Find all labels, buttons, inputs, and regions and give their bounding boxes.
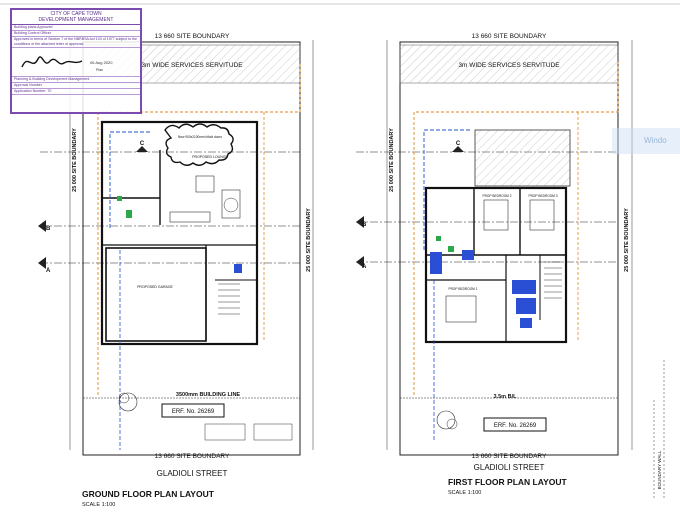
first-house-outline [424,186,568,344]
stamp-header-line2: DEVELOPMENT MANAGEMENT [38,17,114,23]
ground-section-c: C [140,141,145,147]
first-bottom-boundary-label: 13 660 SITE BOUNDARY [472,453,547,460]
first-servitude-zone [399,44,619,84]
first-left-boundary-label: 25 000 SITE BOUNDARY [389,128,395,192]
ground-servitude-label: 3m WIDE SERVICES SERVITUDE [141,62,243,69]
first-section-c: C [456,141,461,147]
first-servitude-label: 3m WIDE SERVICES SERVITUDE [458,62,560,69]
first-plan-title: FIRST FLOOR PLAN LAYOUT [448,477,567,487]
first-bed1-label: PROP BEDROOM 1 [449,287,478,291]
ground-section-b: B [46,226,51,232]
stamp-date: 06 Aug 2020 [90,60,113,65]
ground-cloud-note: New 900x2100mm bifold doors [178,135,222,139]
ground-building-line-label: 3500mm BUILDING LINE [176,392,241,398]
first-section-b: B [362,222,367,228]
first-bed2-label: PROP BEDROOM 2 [483,194,512,198]
stamp-approval-line: Building plans Approved [12,25,140,31]
first-top-boundary-label: 13 660 SITE BOUNDARY [472,33,547,40]
first-street-label: GLADIOLI STREET [474,463,545,472]
stamp-officer-line: Building Control Officer [12,31,140,37]
ground-garage-walls [105,247,207,342]
stamp-header-line1: CITY OF CAPE TOWN [50,11,102,17]
stamp-signature-area: 06 Aug 2020 Plan [12,48,140,77]
signature-image [21,56,83,68]
watermark-text: Windo [644,136,667,145]
first-balcony [474,129,571,187]
first-erf-box [483,417,547,432]
ground-section-a: A [46,268,51,274]
first-section-a: A [362,264,367,270]
stamp-note: Approved in terms of Section 7 of the NB… [12,37,140,48]
first-building-line-label: 3.5m B/L [494,394,518,400]
first-bath-fixture [430,252,442,274]
ground-revision-cloud [164,123,234,166]
approval-stamp: CITY OF CAPE TOWN DEVELOPMENT MANAGEMENT… [10,8,142,114]
stamp-signatory-title: Plan [96,68,104,72]
ground-site-boundary [82,41,301,456]
first-site-boundary [399,41,619,456]
ground-erf-label: ERF. No. 26269 [172,409,215,415]
first-plan-scale: SCALE 1:100 [448,490,481,496]
ground-bottom-boundary-label: 13 660 SITE BOUNDARY [155,453,230,460]
ground-erf-box [161,403,225,418]
ground-lounge-label: PROPOSED LOUNGE [192,155,228,159]
ground-left-boundary-label: 25 000 SITE BOUNDARY [72,128,78,192]
windows-watermark: Windo [612,128,680,154]
first-bed3-label: PROP BEDROOM 3 [529,194,558,198]
ground-plan-scale: SCALE 1:100 [82,502,115,508]
ground-street-label: GLADIOLI STREET [157,469,228,478]
ground-garage-label: PROPOSED GARAGE [137,285,173,289]
ground-house-outline [100,120,259,346]
first-right-boundary-label: 25 000 SITE BOUNDARY [624,208,630,272]
ground-plan-title: GROUND FLOOR PLAN LAYOUT [82,489,215,499]
first-erf-label: ERF. No. 26269 [494,423,537,429]
first-boundary-wall-note: BOUNDARY WALL [657,450,662,489]
first-floor-plan [356,40,665,500]
ground-top-boundary-label: 13 660 SITE BOUNDARY [155,33,230,40]
stamp-planning-line: Planning & Building Development Manageme… [12,77,140,83]
stamp-approval-number: Approval Number [12,83,140,89]
stamp-application-number: Application Number: 70 [12,89,140,95]
ground-right-boundary-label: 25 000 SITE BOUNDARY [306,208,312,272]
